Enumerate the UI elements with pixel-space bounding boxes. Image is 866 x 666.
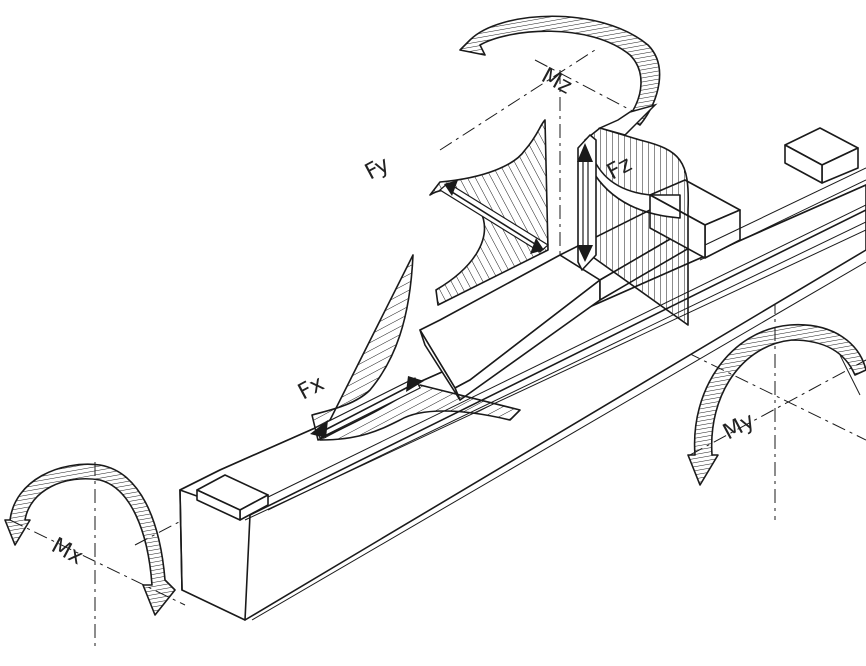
mx-label: Mx	[47, 533, 87, 570]
fy-force-panel	[429, 119, 550, 306]
fy-label: Fy	[361, 152, 394, 185]
mz-moment-arrow	[459, 15, 661, 136]
fz-force-panel	[577, 127, 690, 326]
my-moment-arrow	[687, 324, 866, 486]
fx-force-panel	[310, 254, 521, 441]
my-label: My	[719, 408, 759, 445]
end-block-left	[196, 474, 269, 521]
fx-label: Fx	[294, 371, 328, 405]
mz-label: Mz	[537, 63, 576, 99]
mx-moment-arrow	[4, 463, 176, 616]
